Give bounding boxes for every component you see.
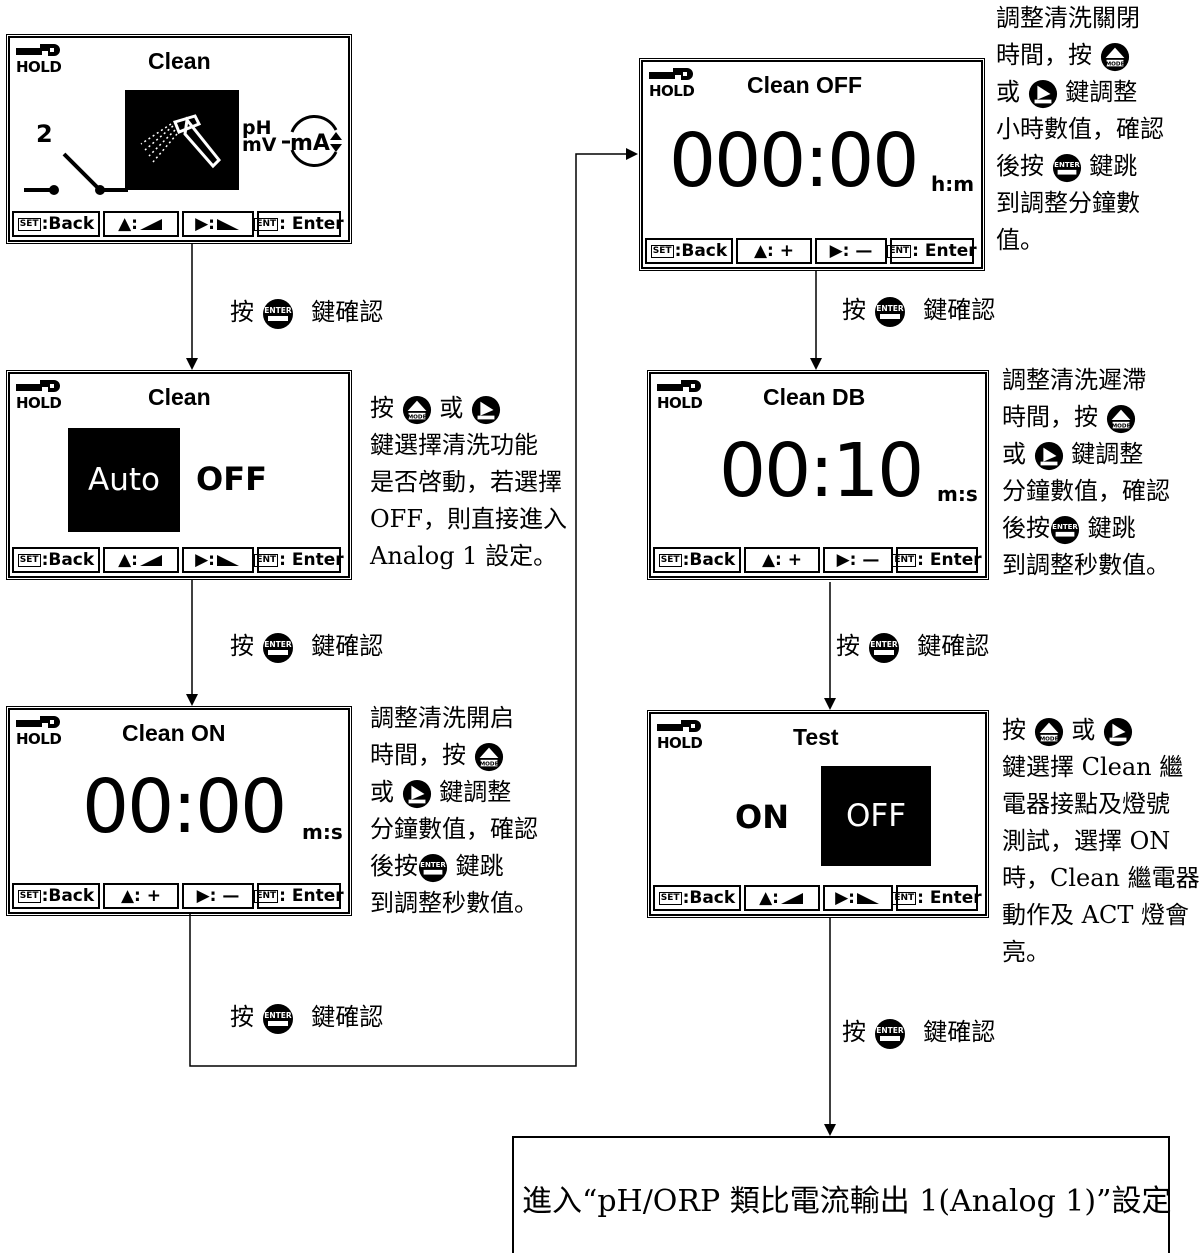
softkey-bar: SET:Back ▲: ▶: ENT: Enter	[12, 211, 346, 237]
enter-key-icon	[1052, 153, 1082, 183]
mode-key-icon	[1106, 404, 1136, 434]
softkey-back: SET:Back	[12, 547, 100, 573]
confirm-label-5: 按 鍵確認	[836, 626, 989, 664]
softkey-up: ▲:	[744, 885, 820, 911]
hold-icon: HOLD	[657, 378, 703, 412]
option-selected: Auto	[68, 428, 180, 532]
softkey-up: ▲: +	[736, 238, 812, 264]
softkey-bar: SET:Back ▲: ▶: ENT: Enter	[12, 547, 346, 573]
softkey-bar: SET:Back ▲: + ▶: — ENT: Enter	[12, 883, 346, 909]
option-other: ON	[735, 798, 789, 836]
ma-output-icon: mA	[282, 115, 342, 167]
right-key-icon	[1034, 441, 1064, 471]
relay-switch-icon: 2	[24, 120, 128, 195]
time-unit: m:s	[937, 482, 978, 506]
mode-key-icon	[402, 395, 432, 425]
hold-icon: HOLD	[649, 66, 695, 100]
screen-title: Test	[793, 724, 839, 750]
mode-key-icon	[1034, 717, 1064, 747]
time-value: 00:00	[82, 764, 287, 850]
softkey-right: ▶: —	[182, 883, 254, 909]
enter-key-icon	[418, 853, 448, 883]
softkey-enter: ENT: Enter	[254, 547, 344, 573]
lcd-screen-test: HOLD Test ON OFF SET:Back ▲: ▶: ENT: Ent…	[649, 712, 987, 916]
softkey-back: SET:Back	[12, 211, 100, 237]
option-other: OFF	[196, 460, 267, 498]
softkey-up: ▲:	[103, 211, 179, 237]
lcd-screen-clean-select: HOLD Clean Auto OFF SET:Back ▲: ▶: ENT: …	[8, 372, 350, 578]
note-clean-off: 調整清洗關閉 時間，按 或 鍵調整 小時數值，確認 後按 鍵跳 到調整分鐘數 值…	[996, 4, 1164, 254]
right-key-icon	[1028, 79, 1058, 109]
option-selected: OFF	[821, 766, 931, 866]
lcd-screen-clean-db: HOLD Clean DB 00:10 m:s SET:Back ▲: + ▶:…	[649, 372, 987, 578]
mode-key-icon	[1100, 42, 1130, 72]
softkey-back: SET:Back	[653, 547, 741, 573]
relay-number: 2	[36, 120, 53, 148]
confirm-label-3: 按 鍵確認	[230, 997, 383, 1035]
confirm-label-2: 按 鍵確認	[230, 626, 383, 664]
softkey-right: ▶:	[182, 547, 254, 573]
enter-key-icon	[874, 296, 906, 328]
right-key-icon	[402, 779, 432, 809]
enter-key-icon	[262, 1003, 294, 1035]
softkey-up: ▲: +	[103, 883, 179, 909]
svg-text:mA: mA	[290, 131, 330, 156]
screen-title: Clean	[148, 48, 211, 74]
enter-key-icon	[262, 632, 294, 664]
note-test: 按 或 鍵選擇 Clean 繼 電器接點及燈號 測試，選擇 ON 時，Clean…	[1002, 716, 1200, 966]
hold-icon: HOLD	[16, 714, 62, 748]
screen-title: Clean ON	[122, 720, 226, 746]
next-step-text: 進入“pH/ORP 類比電流輸出 1(Analog 1)”設定	[522, 1184, 1172, 1219]
softkey-right: ▶: —	[815, 238, 887, 264]
lcd-screen-clean-on: HOLD Clean ON 00:00 m:s SET:Back ▲: + ▶:…	[8, 708, 350, 914]
softkey-bar: SET:Back ▲: + ▶: — ENT: Enter	[645, 238, 979, 264]
softkey-bar: SET:Back ▲: ▶: ENT: Enter	[653, 885, 983, 911]
hold-icon: HOLD	[16, 42, 62, 76]
softkey-enter: ENT: Enter	[892, 885, 982, 911]
note-clean-select: 按 或 鍵選擇清洗功能 是否啓動，若選擇 OFF，則直接進入 Analog 1 …	[370, 394, 567, 570]
softkey-bar: SET:Back ▲: + ▶: — ENT: Enter	[653, 547, 983, 573]
lcd-screen-clean-off: HOLD Clean OFF 000:00 h:m SET:Back ▲: + …	[641, 60, 983, 269]
confirm-label-4: 按 鍵確認	[842, 290, 995, 328]
softkey-right: ▶:	[182, 211, 254, 237]
note-clean-db: 調整清洗遲滯 時間，按 或 鍵調整 分鐘數值，確認 後按 鍵跳 到調整秒數值。	[1002, 366, 1170, 579]
time-unit: h:m	[931, 172, 975, 196]
next-step-box: 進入“pH/ORP 類比電流輸出 1(Analog 1)”設定	[512, 1136, 1172, 1253]
screen-title: Clean OFF	[747, 72, 863, 98]
shower-icon	[125, 90, 239, 190]
enter-key-icon	[874, 1018, 906, 1050]
enter-key-icon	[262, 298, 294, 330]
mode-key-icon	[474, 742, 504, 772]
softkey-enter: ENT: Enter	[254, 883, 344, 909]
softkey-back: SET:Back	[12, 883, 100, 909]
hold-icon: HOLD	[16, 378, 62, 412]
arrow-s3-s4	[189, 148, 638, 1067]
confirm-label-1: 按 鍵確認	[230, 292, 383, 330]
softkey-right: ▶: —	[823, 547, 893, 573]
softkey-up: ▲: +	[744, 547, 820, 573]
softkey-back: SET:Back	[645, 238, 733, 264]
time-value: 000:00	[669, 118, 919, 204]
softkey-up: ▲:	[103, 547, 179, 573]
enter-key-icon	[1050, 515, 1080, 545]
softkey-right: ▶:	[823, 885, 893, 911]
note-clean-on: 調整清洗開启 時間，按 或 鍵調整 分鐘數值，確認 後按 鍵跳 到調整秒數值。	[370, 704, 538, 917]
softkey-back: SET:Back	[653, 885, 741, 911]
right-key-icon	[471, 395, 501, 425]
softkey-enter: ENT: Enter	[887, 238, 977, 264]
screen-title: Clean	[148, 384, 211, 410]
time-value: 00:10	[719, 428, 924, 514]
time-unit: m:s	[302, 820, 343, 844]
enter-key-icon	[868, 632, 900, 664]
softkey-enter: ENT: Enter	[892, 547, 982, 573]
softkey-enter: ENT: Enter	[254, 211, 344, 237]
hold-icon: HOLD	[657, 718, 703, 752]
confirm-label-6: 按 鍵確認	[842, 1012, 995, 1050]
right-key-icon	[1103, 717, 1133, 747]
screen-title: Clean DB	[763, 384, 866, 410]
